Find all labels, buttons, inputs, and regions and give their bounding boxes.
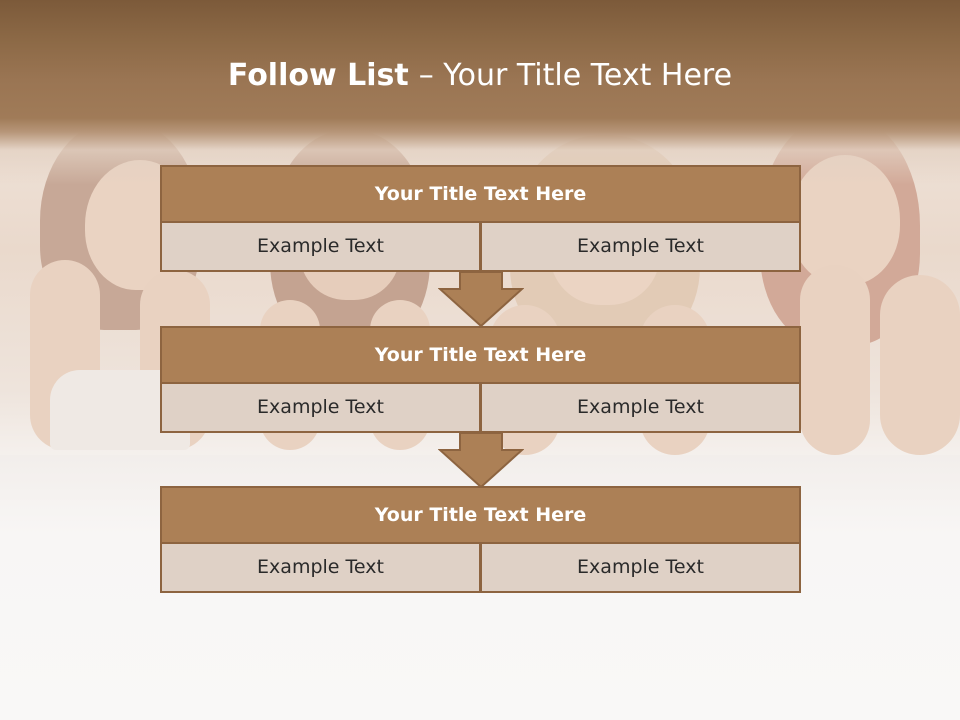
block-cell-left: Example Text bbox=[160, 221, 481, 272]
list-block-2: Your Title Text Here Example Text Exampl… bbox=[160, 326, 801, 433]
block-cell-left: Example Text bbox=[160, 382, 481, 433]
block-cell-left: Example Text bbox=[160, 542, 481, 593]
header-band bbox=[0, 0, 960, 185]
block-cell-right: Example Text bbox=[480, 382, 801, 433]
block-title: Your Title Text Here bbox=[160, 486, 801, 544]
block-cell-right: Example Text bbox=[480, 221, 801, 272]
list-block-3: Your Title Text Here Example Text Exampl… bbox=[160, 486, 801, 593]
block-title: Your Title Text Here bbox=[160, 165, 801, 223]
slide-title: Follow List – Your Title Text Here bbox=[0, 56, 960, 96]
slide-title-rest: – Your Title Text Here bbox=[418, 58, 733, 93]
down-arrow-icon bbox=[438, 271, 524, 327]
slide-title-bold: Follow List bbox=[227, 58, 409, 93]
list-block-1: Your Title Text Here Example Text Exampl… bbox=[160, 165, 801, 272]
block-title: Your Title Text Here bbox=[160, 326, 801, 384]
block-cell-right: Example Text bbox=[480, 542, 801, 593]
down-arrow-icon bbox=[438, 432, 524, 488]
